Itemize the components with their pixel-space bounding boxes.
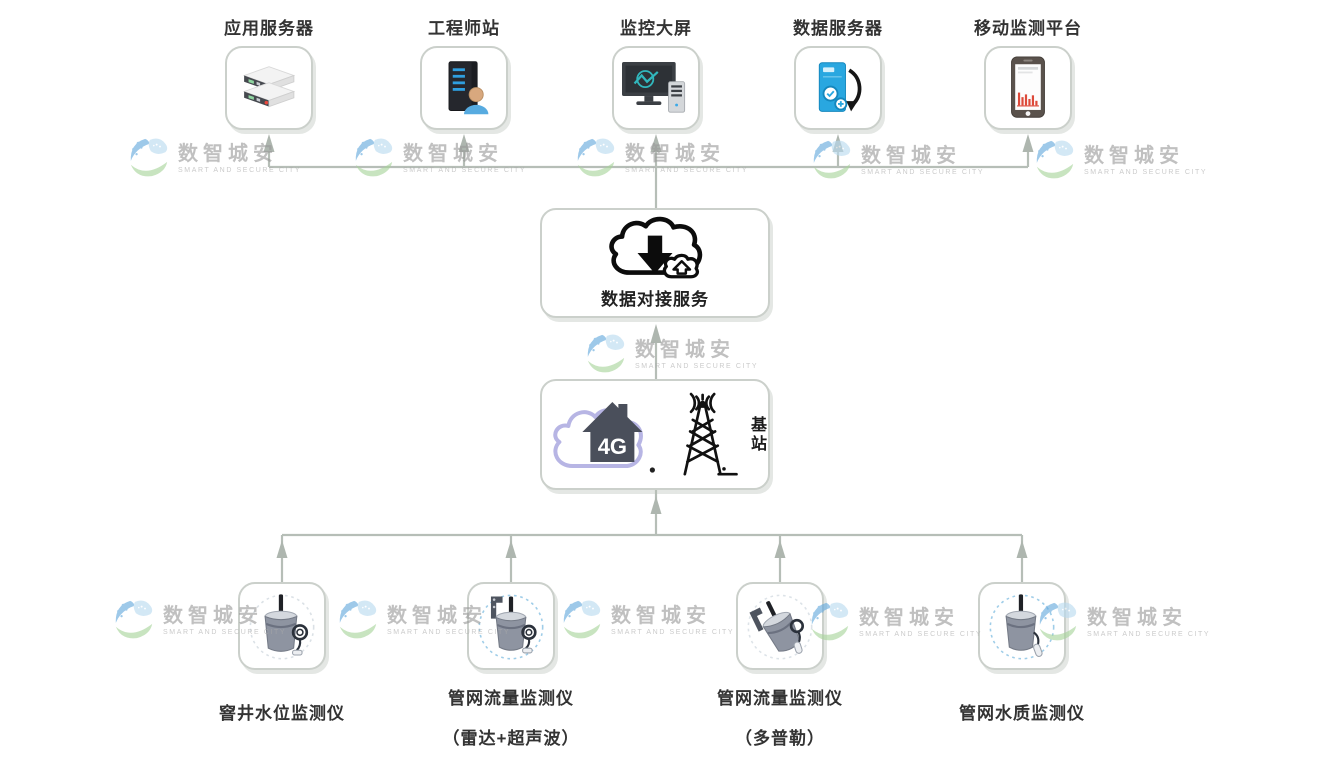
monitoring-screen-icon <box>622 62 686 113</box>
label-water-quality-monitor: 管网水质监测仪 <box>959 704 1085 723</box>
label-flow-monitor-doppler: 管网流量监测仪 （多普勒） <box>717 689 843 748</box>
label-base-station: 基站 <box>748 415 765 454</box>
node-flow-monitor-radar <box>467 582 555 670</box>
node-application-server <box>225 46 313 130</box>
water-quality-monitor-icon <box>989 594 1055 660</box>
application-server-icon <box>242 66 296 108</box>
node-data-server <box>794 46 882 130</box>
node-flow-monitor-doppler <box>736 582 824 670</box>
label-manhole-level-monitor: 窨井水位监测仪 <box>219 704 345 723</box>
engineer-workstation-icon <box>448 61 489 115</box>
node-engineer-station <box>420 46 508 130</box>
mobile-platform-icon <box>1011 56 1045 118</box>
node-water-quality-monitor <box>978 582 1066 670</box>
label-engineer-station: 工程师站 <box>428 19 500 38</box>
4g-cloud-house-icon: 4G <box>553 401 655 473</box>
svg-text:4G: 4G <box>598 434 627 459</box>
label-data-service: 数据对接服务 <box>601 290 709 309</box>
node-mobile-platform <box>984 46 1072 130</box>
water-level-monitor-icon <box>249 594 315 660</box>
node-4g-gateway: 4G 基站 <box>540 379 770 490</box>
signal-tower-icon <box>683 392 738 476</box>
house-4g: 4G <box>582 401 643 462</box>
flow-monitor-radar-icon <box>478 594 544 660</box>
label-monitor-screen: 监控大屏 <box>620 19 692 38</box>
data-server-icon <box>818 62 862 112</box>
node-manhole-level-monitor <box>238 582 326 670</box>
arrowheads <box>263 134 1034 558</box>
label-mobile-platform: 移动监测平台 <box>974 19 1082 38</box>
label-app-server: 应用服务器 <box>224 19 314 38</box>
label-data-server: 数据服务器 <box>793 19 883 38</box>
node-monitoring-screen <box>612 46 700 130</box>
label-flow-monitor-radar: 管网流量监测仪 （雷达+超声波） <box>442 689 580 748</box>
flow-monitor-doppler-icon <box>747 594 813 660</box>
node-data-service: 数据对接服务 <box>540 208 770 318</box>
cloud-data-sync-icon <box>609 216 703 279</box>
